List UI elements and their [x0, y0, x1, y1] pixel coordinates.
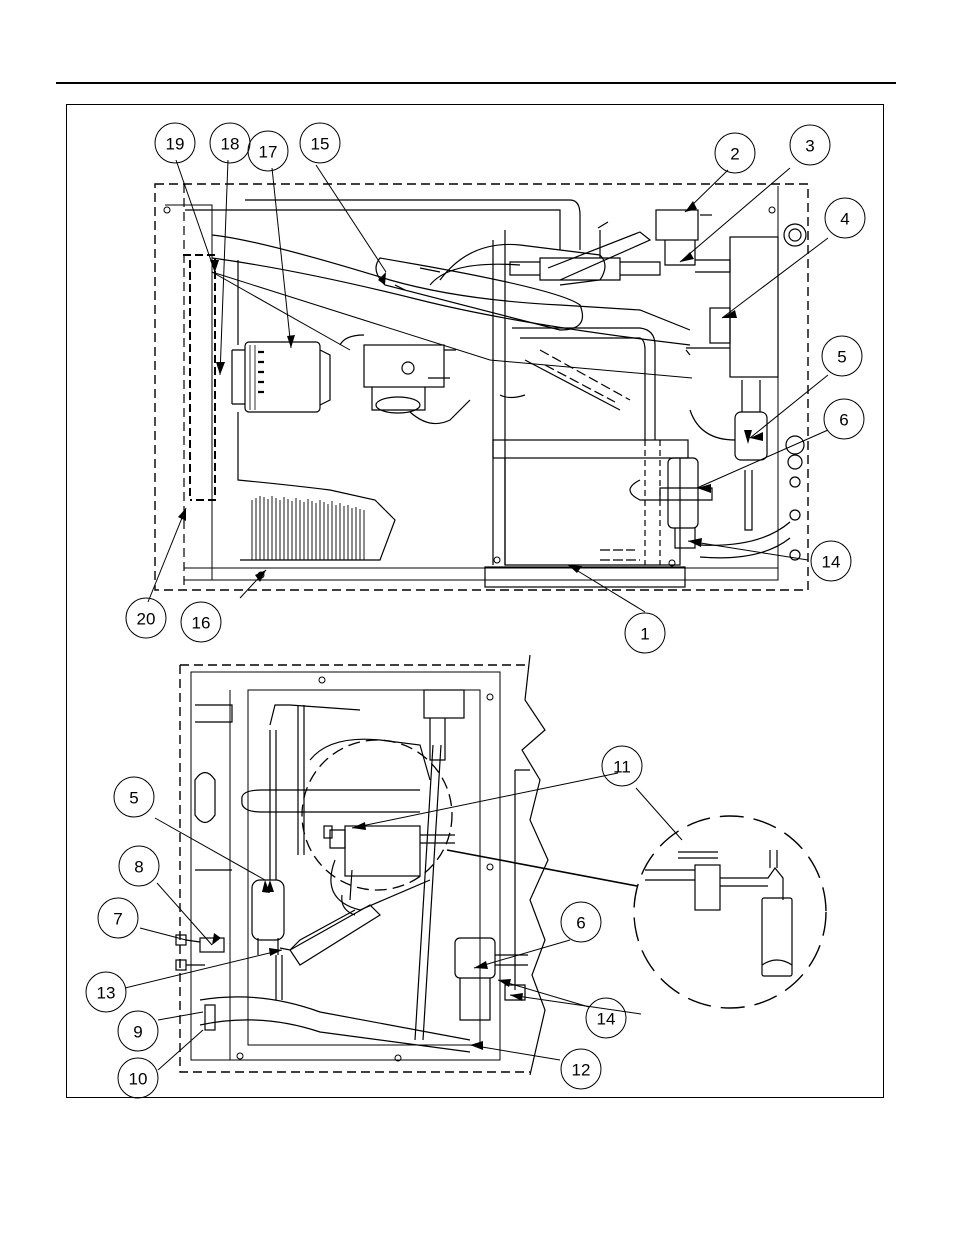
- callout-4: 4: [825, 198, 865, 238]
- callout-b11: 11: [602, 746, 642, 786]
- callout-b7: 7: [98, 898, 138, 938]
- arrowheads: [178, 201, 763, 1050]
- callout-6: 6: [824, 399, 864, 439]
- callout-b14-label: 14: [597, 1010, 616, 1029]
- callout-18: 18: [210, 123, 250, 163]
- top-view: [155, 184, 808, 590]
- callout-14-label: 14: [822, 553, 841, 572]
- callout-b8: 8: [119, 846, 159, 886]
- condenser-fins: [252, 496, 364, 560]
- callout-18-label: 18: [221, 135, 240, 154]
- callout-3-label: 3: [805, 137, 814, 156]
- callout-b5-label: 5: [129, 789, 138, 808]
- callout-20: 20: [126, 598, 166, 638]
- callout-4-label: 4: [840, 210, 849, 229]
- callout-1-label: 1: [640, 625, 649, 644]
- callout-b6-label: 6: [576, 914, 585, 933]
- callout-19-label: 19: [166, 135, 185, 154]
- callout-b10-label: 10: [129, 1070, 148, 1089]
- callout-b11-label: 11: [613, 758, 631, 777]
- callout-20-label: 20: [137, 610, 156, 629]
- callout-2-label: 2: [730, 145, 739, 164]
- callout-b14: 14: [586, 998, 626, 1038]
- callout-2: 2: [715, 133, 755, 173]
- callout-14: 14: [811, 541, 851, 581]
- callout-15-label: 15: [311, 135, 330, 154]
- callout-b8-label: 8: [134, 858, 143, 877]
- callout-1: 1: [625, 613, 665, 653]
- callout-b10: 10: [118, 1058, 158, 1098]
- callout-b12-label: 12: [572, 1061, 591, 1080]
- callout-19: 19: [155, 123, 195, 163]
- callout-b13-label: 13: [97, 984, 116, 1003]
- callout-b13: 13: [86, 972, 126, 1012]
- callout-b6: 6: [561, 902, 601, 942]
- callout-5: 5: [822, 336, 862, 376]
- callout-5-label: 5: [837, 348, 846, 367]
- callout-16: 16: [181, 602, 221, 642]
- callout-17-label: 17: [259, 143, 278, 162]
- callout-b9: 9: [118, 1011, 158, 1051]
- callout-b7-label: 7: [113, 910, 122, 929]
- callout-6-label: 6: [839, 411, 848, 430]
- callout-17: 17: [248, 131, 288, 171]
- callout-3: 3: [790, 125, 830, 165]
- callout-15: 15: [300, 123, 340, 163]
- callout-16-label: 16: [192, 614, 211, 633]
- callout-b5: 5: [114, 777, 154, 817]
- callout-b9-label: 9: [133, 1023, 142, 1042]
- bottom-view: [176, 655, 826, 1075]
- callout-b12: 12: [561, 1049, 601, 1089]
